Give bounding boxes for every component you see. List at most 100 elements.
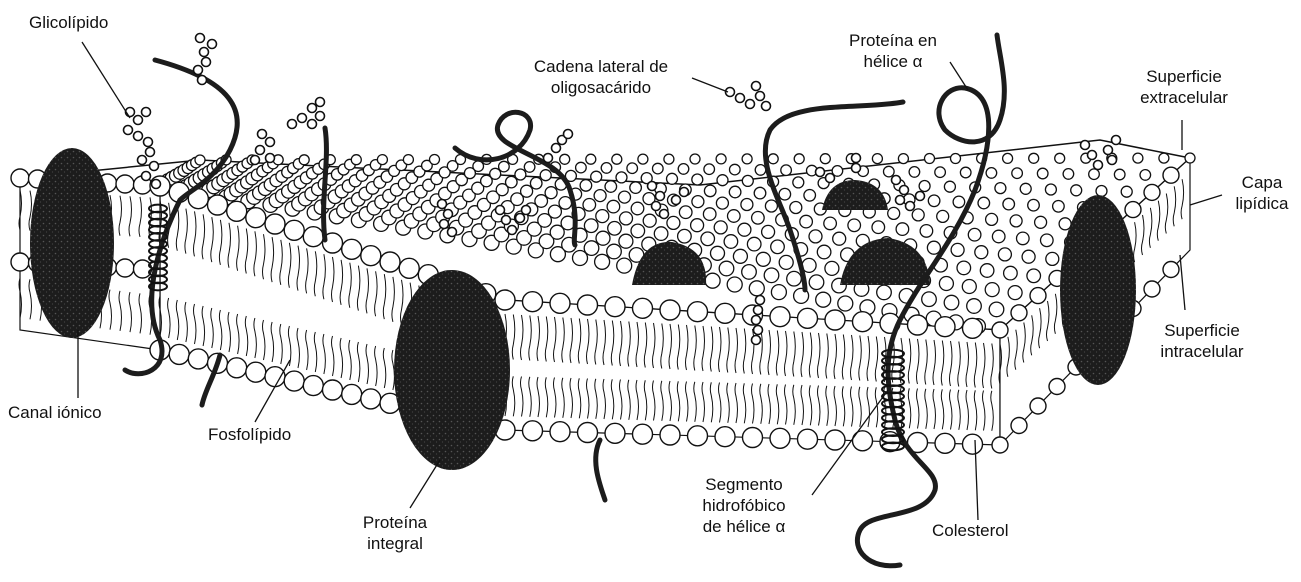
- lipid-head: [986, 168, 997, 179]
- sugar-chain: [251, 156, 260, 165]
- lipid-head: [1185, 153, 1195, 163]
- lipid-head: [342, 384, 362, 404]
- lipid-head: [909, 167, 920, 178]
- lipid-head: [951, 243, 964, 256]
- lipid-head: [134, 260, 152, 278]
- lipid-head: [779, 255, 793, 269]
- lipid-head: [896, 223, 909, 236]
- lipid-head: [724, 235, 738, 249]
- lipid-head: [711, 246, 725, 260]
- lipid-head: [781, 165, 792, 176]
- lipid-head: [715, 427, 735, 447]
- label-superficie-intracelular: Superficie intracelular: [1146, 320, 1258, 362]
- ion-channel-protein: [30, 148, 114, 338]
- lipid-head: [654, 227, 668, 241]
- lipid-head: [667, 173, 678, 184]
- label-proteina-helice: Proteína en hélice α: [838, 30, 948, 72]
- lipid-head: [605, 423, 625, 443]
- sugar-chain: [202, 58, 211, 67]
- sugar-chain: [256, 146, 265, 155]
- lipid-head: [1030, 288, 1046, 304]
- lipid-head: [506, 176, 518, 188]
- lipid-head: [11, 253, 29, 271]
- lipid-head: [524, 162, 535, 173]
- sugar-chain: [892, 176, 901, 185]
- lipid-head: [584, 219, 598, 233]
- lipid-head: [920, 225, 933, 238]
- lipid-head: [1027, 269, 1041, 283]
- label-glicolipido: Glicolípido: [29, 12, 108, 33]
- lipid-head: [752, 212, 765, 225]
- lipid-head: [530, 177, 542, 189]
- lipid-head: [809, 275, 824, 290]
- lipid-head: [660, 300, 680, 320]
- sugar-chain: [1094, 161, 1103, 170]
- sugar-chain: [298, 114, 307, 123]
- lipid-head: [303, 376, 323, 396]
- lipid-head: [342, 239, 362, 259]
- lipid-head: [884, 166, 895, 177]
- lipid-head: [833, 232, 846, 245]
- lipid-head: [351, 155, 361, 165]
- lipid-head: [704, 164, 715, 175]
- lipid-head: [817, 245, 831, 259]
- sugar-chain: [138, 156, 147, 165]
- lipid-head: [246, 362, 266, 382]
- lipid-head: [584, 241, 599, 256]
- lipid-head: [935, 167, 946, 178]
- lipid-head: [664, 154, 674, 164]
- label-segmento-line2: hidrofóbico: [684, 495, 804, 516]
- lipid-head: [742, 175, 753, 186]
- lipid-head: [1144, 281, 1160, 297]
- sugar-chain: [142, 172, 151, 181]
- lipid-head: [299, 155, 309, 165]
- lipid-head: [804, 190, 816, 202]
- sugar-chain: [146, 148, 155, 157]
- sugar-chain: [736, 94, 745, 103]
- lipid-head: [1133, 153, 1143, 163]
- lipid-head: [208, 195, 228, 215]
- lipid-head: [998, 248, 1011, 261]
- lipid-head: [743, 428, 763, 448]
- lipid-head: [116, 259, 134, 277]
- lipid-head: [719, 261, 734, 276]
- lipid-head: [633, 298, 653, 318]
- lipid-bilayer: [11, 140, 1195, 454]
- lipid-head: [728, 210, 741, 223]
- lipid-head: [1010, 215, 1022, 227]
- lipid-head: [1125, 202, 1141, 218]
- sugar-chain: [198, 76, 207, 85]
- lipid-head: [361, 389, 381, 409]
- lipid-head: [1049, 379, 1065, 395]
- lipid-head: [756, 252, 770, 266]
- lipid-head: [820, 154, 830, 164]
- lipid-head: [631, 224, 645, 238]
- lipid-head: [1035, 216, 1047, 228]
- lipid-head: [986, 213, 998, 225]
- lipid-head: [1045, 184, 1056, 195]
- lipid-head: [612, 154, 622, 164]
- lipid-head: [939, 277, 953, 291]
- sugar-chain: [1081, 141, 1090, 150]
- sugar-chain: [660, 210, 669, 219]
- lipid-head: [617, 258, 632, 273]
- lipid-head: [962, 280, 976, 294]
- sugar-chain: [680, 188, 689, 197]
- leader-glicolipido: [82, 42, 130, 118]
- lipid-head: [779, 188, 791, 200]
- sugar-chain: [752, 82, 761, 91]
- lipid-head: [1163, 262, 1179, 278]
- lipid-head: [928, 195, 940, 207]
- lipid-head: [495, 290, 515, 310]
- label-helice-line2: hélice α: [838, 51, 948, 72]
- lipid-head: [545, 187, 557, 199]
- lipid-head: [691, 219, 704, 232]
- lipid-head: [227, 358, 247, 378]
- sugar-chain: [266, 154, 275, 163]
- lipid-head: [523, 421, 543, 441]
- lipid-head: [872, 221, 885, 234]
- lipid-head: [935, 317, 955, 337]
- sugar-chain: [142, 108, 151, 117]
- sugar-chain: [544, 154, 553, 163]
- lipid-head: [583, 199, 596, 212]
